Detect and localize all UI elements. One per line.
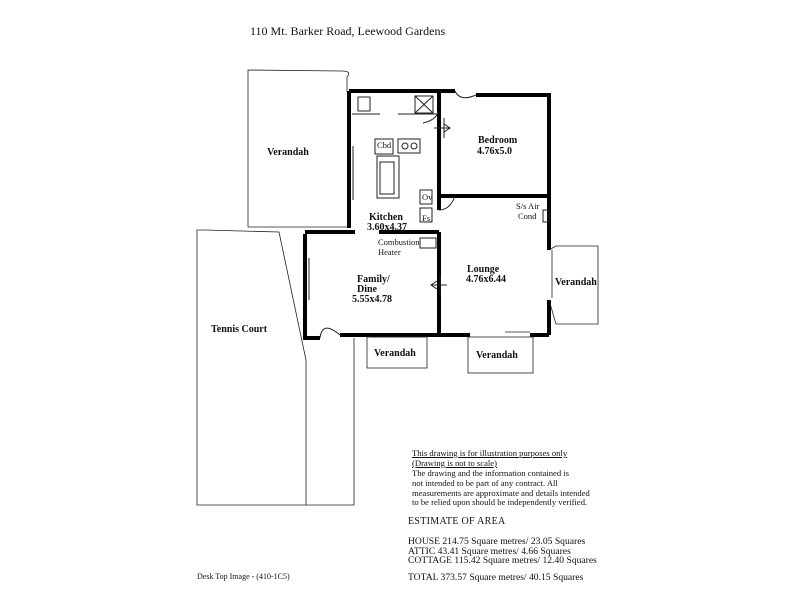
fixture-cupboard-label: Cbd — [377, 140, 392, 150]
verandah-right-outline — [548, 245, 599, 325]
room-label-verandah-bottom-right: Verandah — [476, 350, 518, 361]
fixture-air-cond-label-1: S/s Air — [516, 201, 540, 211]
room-label-dine: Dine — [357, 284, 377, 295]
room-label-tennis-court: Tennis Court — [211, 324, 268, 335]
room-label-lounge: Lounge — [467, 264, 500, 275]
room-label-verandah-right: Verandah — [555, 277, 597, 288]
fixture-fridge-label: Fs — [422, 213, 431, 223]
disclaimer-line-3: The drawing and the information containe… — [412, 467, 570, 478]
house-walls — [303, 89, 551, 340]
room-size-lounge: 4.76x6.44 — [466, 274, 506, 285]
verandah-bottom-outlines — [366, 331, 534, 374]
interior-details — [308, 90, 550, 339]
disclaimer: This drawing is for illustration purpose… — [412, 448, 590, 508]
estimate-cottage: COTTAGE 115.42 Square metres/ 12.40 Squa… — [408, 555, 597, 566]
room-label-verandah-left: Verandah — [267, 147, 309, 158]
fixture-oven-label: Ov — [422, 192, 433, 202]
room-size-family: 5.55x4.78 — [352, 294, 392, 305]
disclaimer-line-5: measurements are approximate and details… — [412, 487, 590, 498]
room-size-kitchen: 3.60x4.37 — [367, 222, 407, 233]
page-title: 110 Mt. Barker Road, Leewood Gardens — [250, 24, 446, 38]
disclaimer-line-2: (Drawing is not to scale) — [412, 457, 497, 468]
disclaimer-line-6: to be relied upon should be independentl… — [412, 497, 588, 508]
disclaimer-line-4: not intended to be part of any contract.… — [412, 477, 558, 488]
room-label-kitchen: Kitchen — [369, 212, 403, 223]
tennis-court-outline — [196, 229, 355, 506]
estimate-total: TOTAL 373.57 Square metres/ 40.15 Square… — [408, 572, 584, 583]
verandah-left-outline — [247, 69, 350, 228]
fixture-heater-label-2: Heater — [378, 247, 401, 257]
room-size-bedroom: 4.76x5.0 — [477, 146, 512, 157]
room-label-verandah-bottom-left: Verandah — [374, 348, 416, 359]
room-label-bedroom: Bedroom — [478, 135, 518, 146]
estimate-heading: ESTIMATE OF AREA — [408, 516, 506, 527]
estimate-house: HOUSE 214.75 Square metres/ 23.05 Square… — [408, 536, 586, 547]
fixture-air-cond-label-2: Cond — [518, 211, 537, 221]
room-label-family: Family/ — [357, 274, 390, 285]
fixture-heater-label-1: Combustion — [378, 237, 420, 247]
footer-caption: Desk Top Image - (410-1C5) — [197, 572, 290, 581]
disclaimer-line-1: This drawing is for illustration purpose… — [412, 448, 568, 458]
estimate-attic: ATTIC 43.41 Square metres/ 4.66 Squares — [408, 546, 571, 557]
